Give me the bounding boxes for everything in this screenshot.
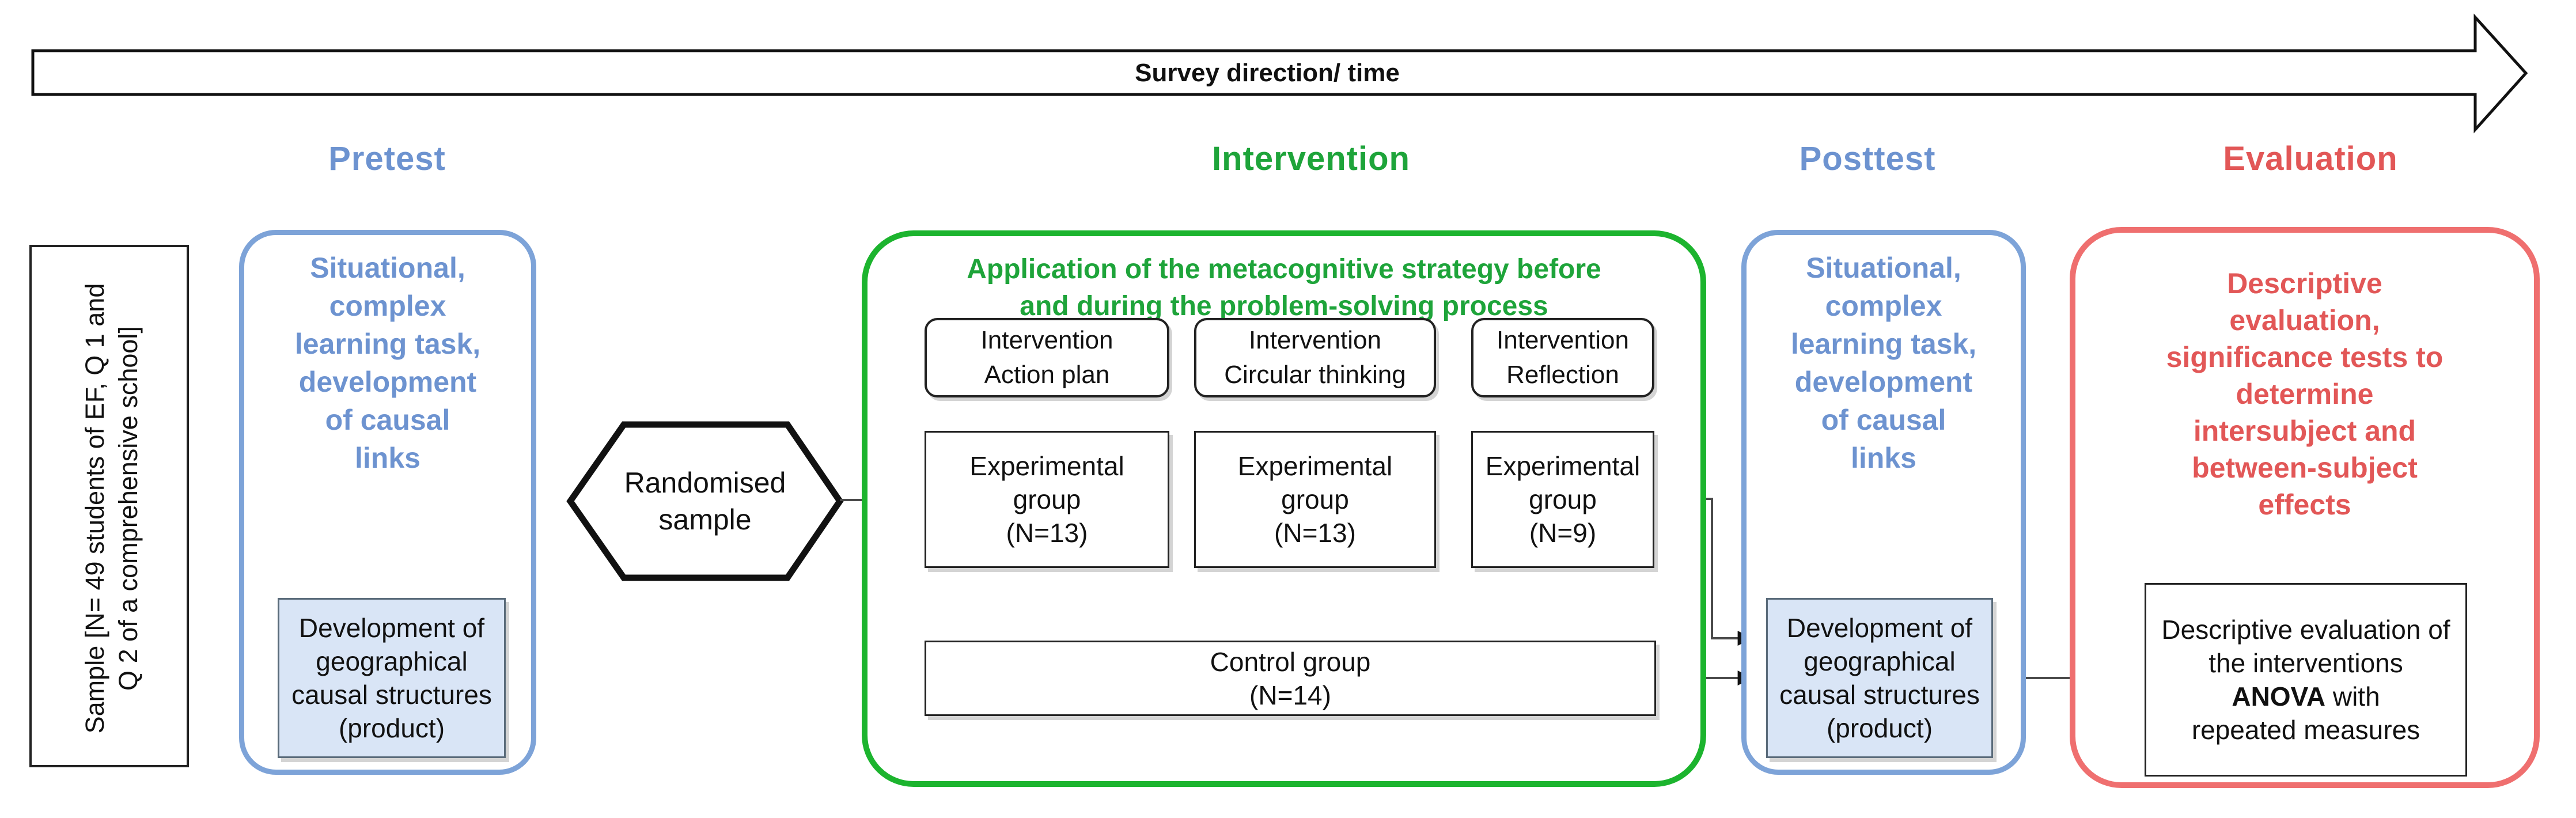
evaluation-product-after-bold: with (2325, 681, 2380, 711)
experimental-group-1-box: Experimental group (N=13) (925, 431, 1169, 568)
evaluation-title: Descriptive evaluation, significance tes… (2166, 267, 2444, 521)
phase-header-posttest: Posttest (1799, 140, 1936, 177)
phase-header-evaluation: Evaluation (2223, 140, 2398, 177)
sample-box-label: Sample [N= 49 students of EF, Q 1 and Q … (79, 283, 143, 734)
phase-header-intervention: Intervention (1212, 140, 1410, 177)
pretest-title: Situational, complex learning task, deve… (294, 252, 481, 474)
survey-direction-label: Survey direction/ time (1135, 59, 1400, 87)
strategy-box-reflection: Intervention Reflection (1471, 318, 1654, 397)
posttest-title: Situational, complex learning task, deve… (1790, 252, 1977, 474)
evaluation-product-text: Descriptive evaluation of the interventi… (2161, 613, 2450, 747)
experimental-group-2-box: Experimental group (N=13) (1194, 431, 1436, 568)
strategy-box-circular-thinking: Intervention Circular thinking (1194, 318, 1436, 397)
survey-time-arrow (31, 13, 2528, 134)
strategy-box-action-plan: Intervention Action plan (925, 318, 1169, 397)
randomised-sample-label: Randomised sample (624, 467, 786, 536)
anova-bold-text: ANOVA (2232, 681, 2326, 711)
experimental-group-3-box: Experimental group (N=9) (1471, 431, 1654, 568)
evaluation-product-box: Descriptive evaluation of the interventi… (2145, 583, 2467, 777)
intervention-title: Application of the metacognitive strateg… (967, 254, 1601, 321)
evaluation-product-line: Descriptive evaluation of the interventi… (2161, 615, 2450, 678)
sample-box: Sample [N= 49 students of EF, Q 1 and Q … (29, 245, 189, 767)
pretest-product-box: Development of geographical causal struc… (278, 598, 506, 758)
posttest-product-box: Development of geographical causal struc… (1766, 598, 1993, 758)
phase-header-pretest: Pretest (328, 140, 446, 177)
evaluation-product-last-line: repeated measures (2191, 715, 2420, 745)
control-group-box: Control group (N=14) (925, 641, 1656, 716)
